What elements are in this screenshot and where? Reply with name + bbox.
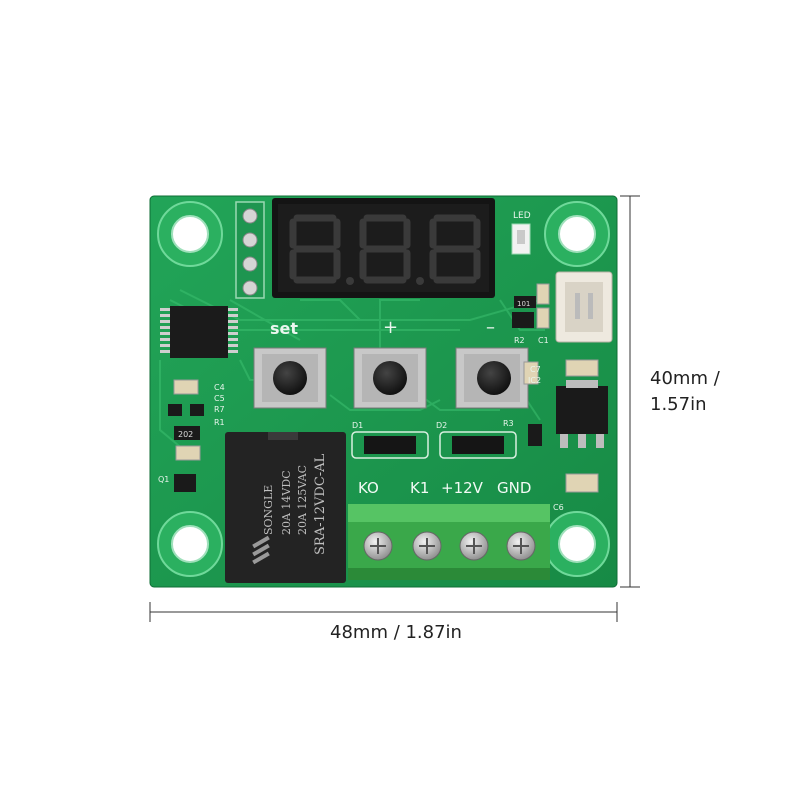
r3-label: R3 bbox=[503, 419, 514, 428]
diode-d1 bbox=[351, 431, 429, 459]
relay-line1: 20A 14VDC bbox=[280, 470, 293, 535]
relay-brand: SONGLE bbox=[262, 485, 275, 535]
terminal-label-12v: +12V bbox=[441, 479, 484, 497]
terminal-screw-k1[interactable] bbox=[412, 531, 442, 561]
res202-label: 202 bbox=[178, 430, 193, 439]
voltage-regulator bbox=[556, 380, 608, 448]
mounting-hole-bottom-right bbox=[544, 511, 610, 577]
q1-label: Q1 bbox=[158, 475, 169, 484]
minus-button[interactable] bbox=[455, 347, 529, 409]
relay-model: SRA-12VDC-AL bbox=[313, 453, 328, 555]
transistor-q1 bbox=[174, 474, 196, 492]
diode-d2 bbox=[439, 431, 517, 459]
ic2-label: IC2 bbox=[528, 376, 541, 385]
r2-label: R2 bbox=[514, 336, 525, 345]
minus-label: – bbox=[486, 317, 495, 338]
smd-ic1 bbox=[514, 296, 536, 308]
c7-label: C7 bbox=[530, 365, 541, 374]
main-ic bbox=[160, 306, 238, 358]
width-dimension-label: 48mm / 1.87in bbox=[330, 622, 462, 643]
height-dimension-line bbox=[620, 195, 640, 588]
display-digits bbox=[289, 214, 481, 284]
c4-label: C4 bbox=[214, 383, 225, 392]
songle-logo bbox=[252, 535, 270, 565]
mounting-hole-top-left bbox=[157, 201, 223, 267]
r7-label: R7 bbox=[214, 405, 225, 414]
ic1-label: 101 bbox=[517, 300, 530, 308]
terminal-label-ko: KO bbox=[358, 479, 379, 497]
set-button[interactable] bbox=[253, 347, 327, 409]
c5-label: C5 bbox=[214, 394, 225, 403]
relay: SONGLE 20A 14VDC 20A 125VAC SRA-12VDC-AL bbox=[225, 432, 346, 583]
terminal-screw-gnd[interactable] bbox=[506, 531, 536, 561]
height-dimension-label-in: 1.57in bbox=[650, 394, 707, 415]
header-pins bbox=[235, 201, 265, 299]
width-dimension-line bbox=[149, 602, 618, 622]
c1-label: C1 bbox=[538, 336, 549, 345]
height-dimension-label-mm: 40mm / bbox=[650, 368, 720, 389]
mounting-hole-bottom-left bbox=[157, 511, 223, 577]
c6-label: C6 bbox=[553, 503, 564, 512]
set-label: set bbox=[270, 319, 298, 338]
terminal-label-k1: K1 bbox=[410, 479, 429, 497]
terminal-screw-12v[interactable] bbox=[459, 531, 489, 561]
terminal-screw-ko[interactable] bbox=[363, 531, 393, 561]
d2-label: D2 bbox=[436, 421, 447, 430]
plus-button[interactable] bbox=[353, 347, 427, 409]
sensor-connector bbox=[555, 271, 613, 343]
led-label: LED bbox=[513, 211, 531, 221]
r1-label: R1 bbox=[214, 418, 225, 427]
seven-segment-display bbox=[272, 198, 495, 298]
terminal-label-gnd: GND bbox=[497, 479, 531, 497]
d1-label: D1 bbox=[352, 421, 363, 430]
plus-label: + bbox=[383, 317, 398, 338]
relay-line2: 20A 125VAC bbox=[296, 465, 309, 535]
mounting-hole-top-right bbox=[544, 201, 610, 267]
